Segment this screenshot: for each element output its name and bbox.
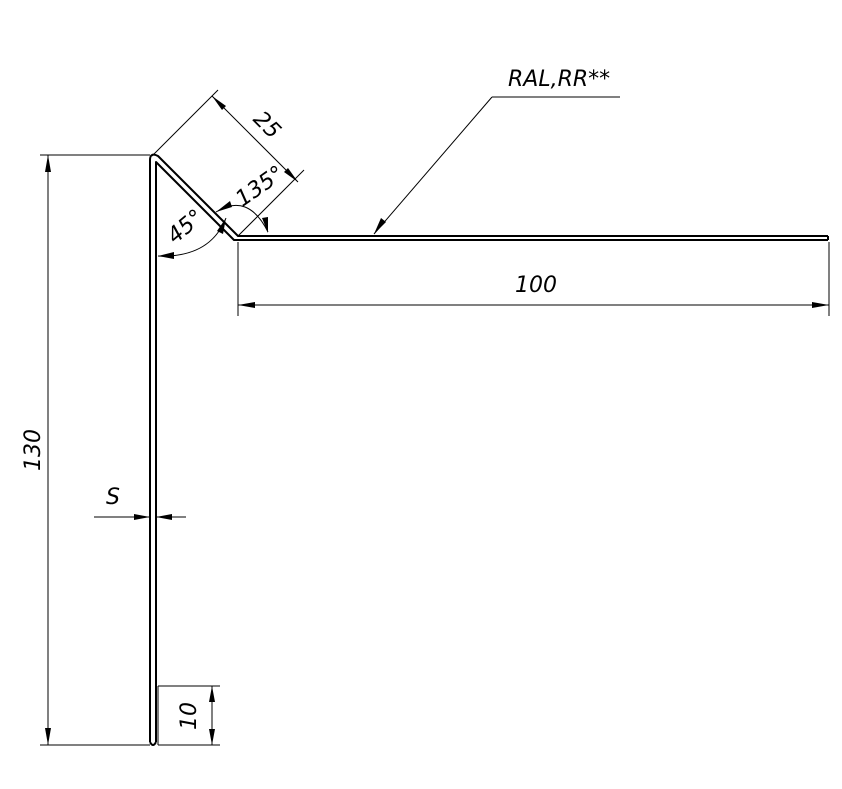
leader-line xyxy=(373,96,493,235)
dimension-130: 130 xyxy=(21,154,150,746)
arrowhead-left xyxy=(238,302,255,308)
arrowhead-arc-start xyxy=(216,201,232,212)
arrowhead-upper xyxy=(212,96,226,110)
dimension-label-s: S xyxy=(106,485,120,510)
dimension-label-45: 45° xyxy=(163,205,209,249)
arrowhead-right xyxy=(156,514,172,520)
dimension-10: 10 xyxy=(157,685,220,746)
arrowhead-top xyxy=(45,155,51,172)
dimension-label-130: 130 xyxy=(21,429,46,471)
dimension-25: 25 xyxy=(151,89,305,237)
dimension-label-100: 100 xyxy=(515,273,557,298)
arrowhead-lower xyxy=(284,168,298,182)
dimension-label-135: 135° xyxy=(231,161,289,212)
dimension-label-10: 10 xyxy=(177,702,202,730)
extension-line-lower xyxy=(237,169,305,237)
dimension-angle-135: 135° xyxy=(215,161,289,233)
profile-inner-edge xyxy=(155,161,828,742)
profile-outer-edge xyxy=(149,153,828,742)
dimension-label-25: 25 xyxy=(248,107,285,144)
color-note-label: RAL,RR** xyxy=(508,67,610,92)
dimension-line xyxy=(211,95,299,183)
arrowhead-arc-end xyxy=(262,217,268,233)
arrowhead-bottom xyxy=(209,729,215,745)
color-note-leader: RAL,RR** xyxy=(373,67,620,235)
profile-hem-end xyxy=(149,741,157,746)
arrowhead-left xyxy=(134,514,150,520)
metal-profile xyxy=(149,153,829,746)
dimension-100: 100 xyxy=(237,242,830,316)
arrowhead-arc-left xyxy=(158,252,174,259)
leader-arrowhead xyxy=(374,218,386,234)
arrowhead-bottom xyxy=(45,728,51,745)
extension-line-upper xyxy=(151,89,219,157)
arrowhead-arc-right xyxy=(217,218,226,234)
arrowhead-top xyxy=(209,686,215,702)
dimension-thickness: S xyxy=(94,485,186,520)
arrowhead-right xyxy=(812,302,829,308)
